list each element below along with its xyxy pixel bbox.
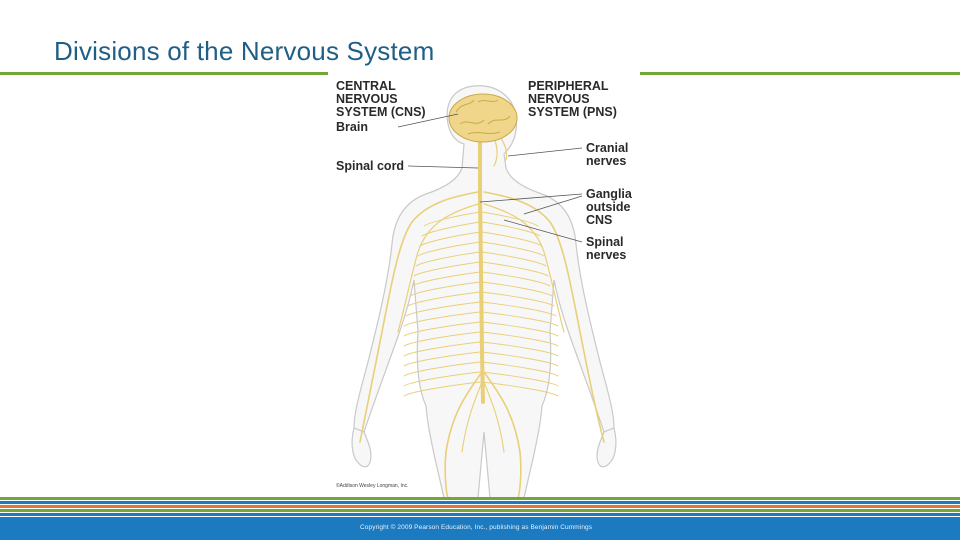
spinal-nerve-left-13: [403, 331, 481, 347]
spinal-nerve-left-15: [403, 351, 481, 367]
spinal-nerve-left-10: [405, 301, 481, 317]
right-arm-nerve: [483, 191, 605, 443]
footer-stripes: [0, 497, 960, 516]
human-body-illustration: [351, 85, 617, 498]
spinal-nerve-right-17: [481, 371, 559, 387]
label-cranial-nerves: Cranial nerves: [586, 142, 628, 168]
slide-title: Divisions of the Nervous System: [54, 36, 435, 66]
spinal-nerve-left-6: [413, 261, 481, 277]
spinal-nerve-left-2: [421, 221, 481, 237]
spinal-nerve-right-15: [481, 351, 559, 367]
label-brain: Brain: [336, 120, 368, 134]
leader-ganglia: [479, 193, 583, 203]
left-leg-nerve-2: [461, 381, 483, 453]
left-arm-nerve-2: [397, 203, 479, 333]
brain-folds: [455, 99, 511, 135]
label-leader-lines: [397, 113, 583, 243]
spinal-nerve-left-18: [403, 381, 481, 397]
stripe-3: [0, 505, 960, 508]
right-leg-nerve: [483, 371, 522, 498]
spinal-nerve-left-5: [415, 251, 481, 267]
image-credit: ©Addison Wesley Longman, Inc.: [336, 483, 409, 489]
spinal-nerve-right-4: [481, 241, 545, 257]
spinal-nerve-right-9: [481, 291, 555, 307]
right-arm-nerve-2: [483, 203, 565, 333]
leader-spinal-nerves: [503, 219, 583, 243]
label-cns-line-1: CENTRAL: [336, 79, 396, 93]
label-cns-line-3: SYSTEM (CNS): [336, 105, 426, 119]
leader-ganglia-2: [523, 195, 583, 215]
spinal-nerve-right-10: [481, 301, 557, 317]
label-ganglia: Ganglia outside CNS: [586, 188, 632, 227]
spinal-nerve-right-1: [481, 211, 539, 227]
brain-shape: [448, 93, 518, 143]
nervous-system-figure: CENTRAL NERVOUS SYSTEM (CNS) Brain Spina…: [328, 72, 640, 498]
label-ganglia-line-3: CNS: [586, 213, 613, 227]
spinal-nerve-right-11: [481, 311, 559, 327]
label-ganglia-line-2: outside: [586, 200, 631, 214]
spinal-nerve-right-7: [481, 271, 551, 287]
label-cns: CENTRAL NERVOUS SYSTEM (CNS): [336, 80, 426, 119]
copyright-text: Copyright © 2009 Pearson Education, Inc.…: [360, 524, 593, 531]
spinal-nerve-left-14: [403, 341, 481, 357]
spinal-nerve-right-13: [481, 331, 559, 347]
label-cranial-line-1: Cranial: [586, 141, 629, 155]
right-hand: [596, 427, 617, 468]
label-pns-line-1: PERIPHERAL: [528, 79, 609, 93]
spinal-nerve-right-3: [481, 231, 543, 247]
spinal-nerve-right-6: [481, 261, 549, 277]
spinal-nerve-left-11: [403, 311, 481, 327]
left-arm-nerve: [359, 191, 479, 443]
spinal-nerve-left-16: [403, 361, 481, 377]
spinal-nerve-left-7: [411, 271, 481, 287]
spinal-nerve-right-16: [481, 361, 559, 377]
stripe-1: [0, 497, 960, 500]
leader-brain: [397, 113, 459, 128]
label-ganglia-line-1: Ganglia: [586, 187, 632, 201]
stripe-5: [0, 513, 960, 516]
label-pns: PERIPHERAL NERVOUS SYSTEM (PNS): [528, 80, 617, 119]
label-cns-line-2: NERVOUS: [336, 92, 398, 106]
stripe-4: [0, 509, 960, 512]
label-spinal-nerves-line-2: nerves: [586, 248, 627, 262]
right-leg-nerve-2: [483, 381, 505, 453]
spinal-cord-line: [478, 136, 485, 404]
spinal-nerve-left-3: [419, 231, 481, 247]
label-cranial-line-2: nerves: [586, 154, 627, 168]
spinal-nerve-right-8: [481, 281, 553, 297]
spinal-nerve-left-8: [409, 281, 481, 297]
left-leg-nerve: [444, 371, 483, 498]
spinal-nerve-left-9: [407, 291, 481, 307]
leader-spinal-cord: [407, 165, 479, 169]
leader-cranial-nerves: [507, 147, 583, 157]
spinal-nerve-left-12: [403, 321, 481, 337]
spinal-nerve-left-1: [423, 211, 481, 227]
left-hand: [351, 427, 372, 468]
spinal-nerve-right-5: [481, 251, 547, 267]
label-spinal-nerves: Spinal nerves: [586, 236, 626, 262]
label-spinal-nerves-line-1: Spinal: [586, 235, 624, 249]
stripe-2: [0, 501, 960, 504]
spinal-nerve-right-14: [481, 341, 559, 357]
footer-bar: Copyright © 2009 Pearson Education, Inc.…: [0, 517, 960, 540]
spinal-nerve-right-12: [481, 321, 559, 337]
nerve-network: [359, 133, 605, 498]
label-pns-line-3: SYSTEM (PNS): [528, 105, 617, 119]
body-silhouette: [353, 85, 615, 433]
label-pns-line-2: NERVOUS: [528, 92, 590, 106]
legs: [425, 405, 543, 498]
spinal-nerve-left-17: [403, 371, 481, 387]
spinal-nerve-right-2: [481, 221, 541, 237]
spinal-nerve-left-4: [417, 241, 481, 257]
label-spinal-cord: Spinal cord: [336, 159, 405, 173]
